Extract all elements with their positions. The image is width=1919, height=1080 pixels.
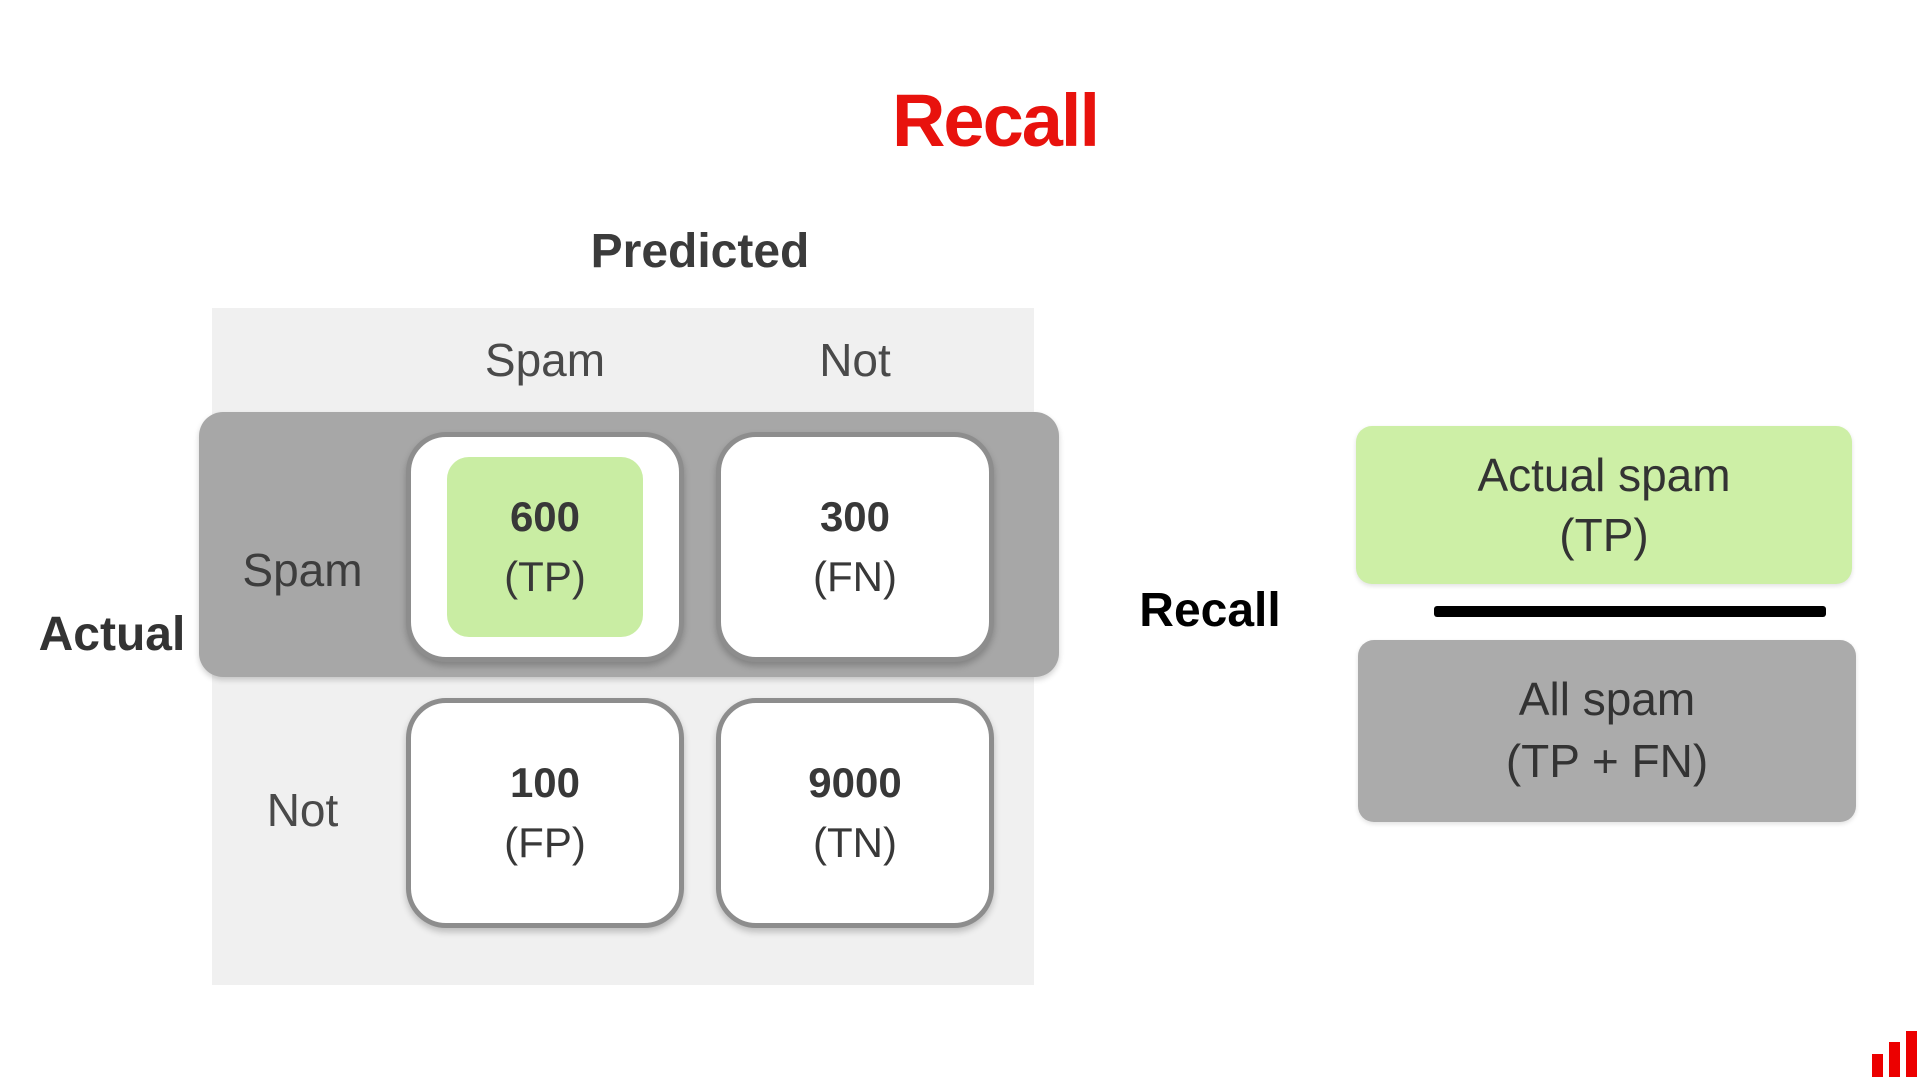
row-header-not: Not bbox=[266, 784, 339, 836]
numerator-line1: Actual spam bbox=[1477, 449, 1731, 501]
predicted-axis-label: Predicted bbox=[590, 225, 810, 278]
matrix-cell-fp: 100 (FP) bbox=[406, 698, 684, 928]
fn-tag: (FN) bbox=[813, 553, 897, 600]
tp-tag: (TP) bbox=[504, 553, 586, 600]
tn-tag: (TN) bbox=[813, 819, 897, 866]
bar-chart-icon bbox=[1872, 1031, 1917, 1077]
matrix-cell-tp: 600 (TP) bbox=[406, 432, 684, 662]
bar-chart-icon-bar3 bbox=[1906, 1031, 1917, 1077]
bar-chart-icon-bar2 bbox=[1889, 1042, 1900, 1077]
matrix-cell-tn: 9000 (TN) bbox=[716, 698, 994, 928]
denominator-box: All spam (TP + FN) bbox=[1358, 640, 1856, 822]
bar-chart-icon-bar1 bbox=[1872, 1054, 1883, 1077]
col-header-not: Not bbox=[819, 334, 891, 386]
fp-tag: (FP) bbox=[504, 819, 586, 866]
col-header-spam: Spam bbox=[484, 334, 606, 386]
tp-value: 600 bbox=[509, 493, 581, 540]
fp-value: 100 bbox=[509, 759, 581, 806]
tn-value: 9000 bbox=[808, 759, 902, 806]
row-header-spam: Spam bbox=[242, 544, 363, 596]
numerator-line2: (TP) bbox=[1559, 509, 1649, 561]
actual-axis-label: Actual bbox=[38, 608, 186, 661]
numerator-box: Actual spam (TP) bbox=[1356, 426, 1852, 584]
recall-formula-label: Recall bbox=[1139, 584, 1281, 637]
tp-green-highlight: 600 (TP) bbox=[447, 457, 643, 637]
page-title: Recall bbox=[891, 79, 1100, 162]
fn-value: 300 bbox=[819, 493, 891, 540]
matrix-cell-fn: 300 (FN) bbox=[716, 432, 994, 662]
denominator-line2: (TP + FN) bbox=[1505, 735, 1709, 787]
denominator-line1: All spam bbox=[1518, 673, 1696, 725]
fraction-divider-line bbox=[1434, 606, 1826, 617]
